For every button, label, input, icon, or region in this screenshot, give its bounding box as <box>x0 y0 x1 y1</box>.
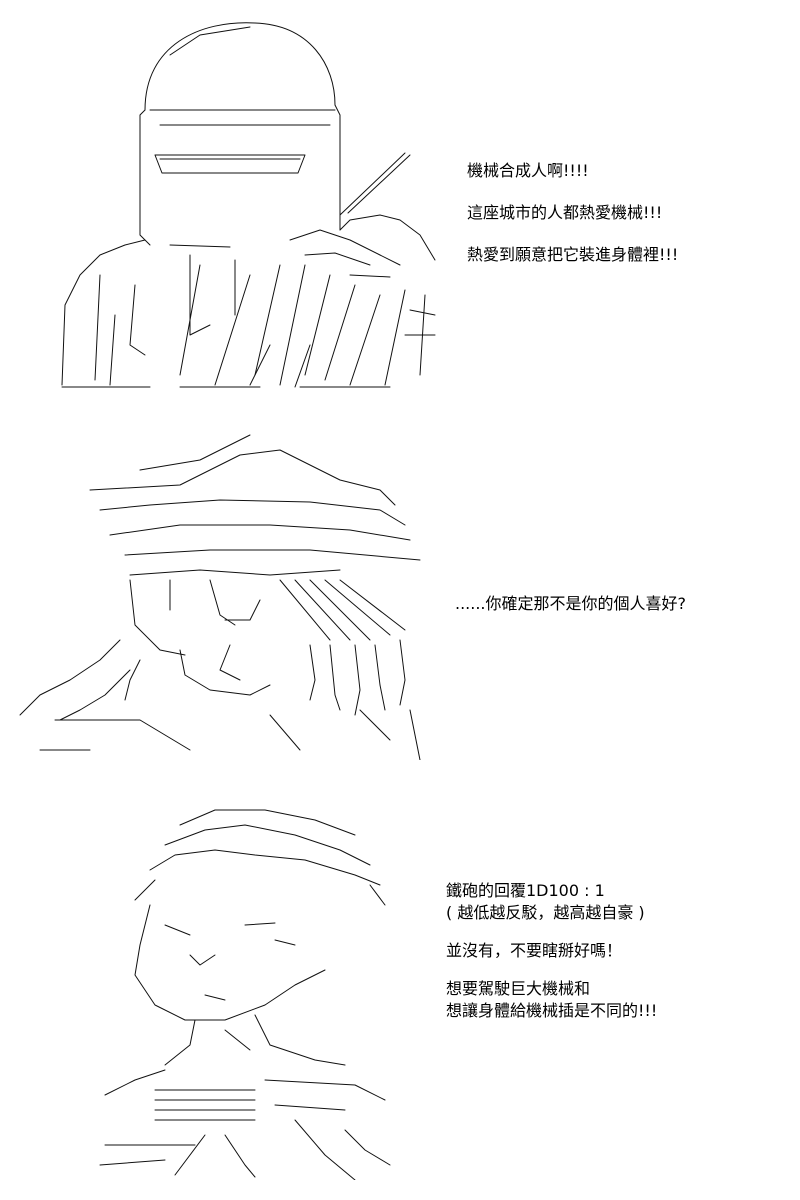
panel-dice-result: 鐵砲的回覆1D100 : 1 ( 越低越反駁，越高越自豪 ) 並沒有，不要瞎掰好… <box>0 790 800 1200</box>
dialogue-line: 這座城市的人都熱愛機械!!! <box>467 203 663 222</box>
dialogue-line: 鐵砲的回覆1D100 : 1 <box>446 881 605 900</box>
dialogue-line: ......你確定那不是你的個人喜好? <box>455 594 687 613</box>
dialogue-line: ( 越低越反駁，越高越自豪 ) <box>446 903 645 922</box>
dialogue-panel-3: 鐵砲的回覆1D100 : 1 ( 越低越反駁，越高越自豪 ) 並沒有，不要瞎掰好… <box>446 880 657 1022</box>
dialogue-line: 機械合成人啊!!!! <box>467 161 589 180</box>
panel-skeptical-reply: ......你確定那不是你的個人喜好? <box>0 410 800 790</box>
dialogue-panel-1: 機械合成人啊!!!! 這座城市的人都熱愛機械!!! 熱愛到願意把它裝進身體裡!!… <box>467 160 678 266</box>
ascii-art-spiky-haired-character <box>10 430 440 760</box>
character-illustration <box>19 434 421 760</box>
dialogue-line: 熱愛到願意把它裝進身體裡!!! <box>467 245 679 264</box>
dialogue-line <box>446 962 657 978</box>
dialogue-line: 並沒有，不要瞎掰好嗎！ <box>446 941 623 960</box>
dialogue-line <box>446 924 657 940</box>
ascii-art-helmeted-robot <box>50 15 440 400</box>
robot-illustration <box>61 22 436 388</box>
dialogue-line: 想要駕駛巨大機械和 <box>446 979 591 998</box>
dialogue-panel-2: ......你確定那不是你的個人喜好? <box>455 593 686 615</box>
character-illustration <box>99 809 391 1180</box>
dialogue-line: 想讓身體給機械插是不同的!!! <box>446 1001 658 1020</box>
ascii-art-dark-haired-character <box>95 805 395 1180</box>
panel-robot-speech: 機械合成人啊!!!! 這座城市的人都熱愛機械!!! 熱愛到願意把它裝進身體裡!!… <box>0 0 800 410</box>
